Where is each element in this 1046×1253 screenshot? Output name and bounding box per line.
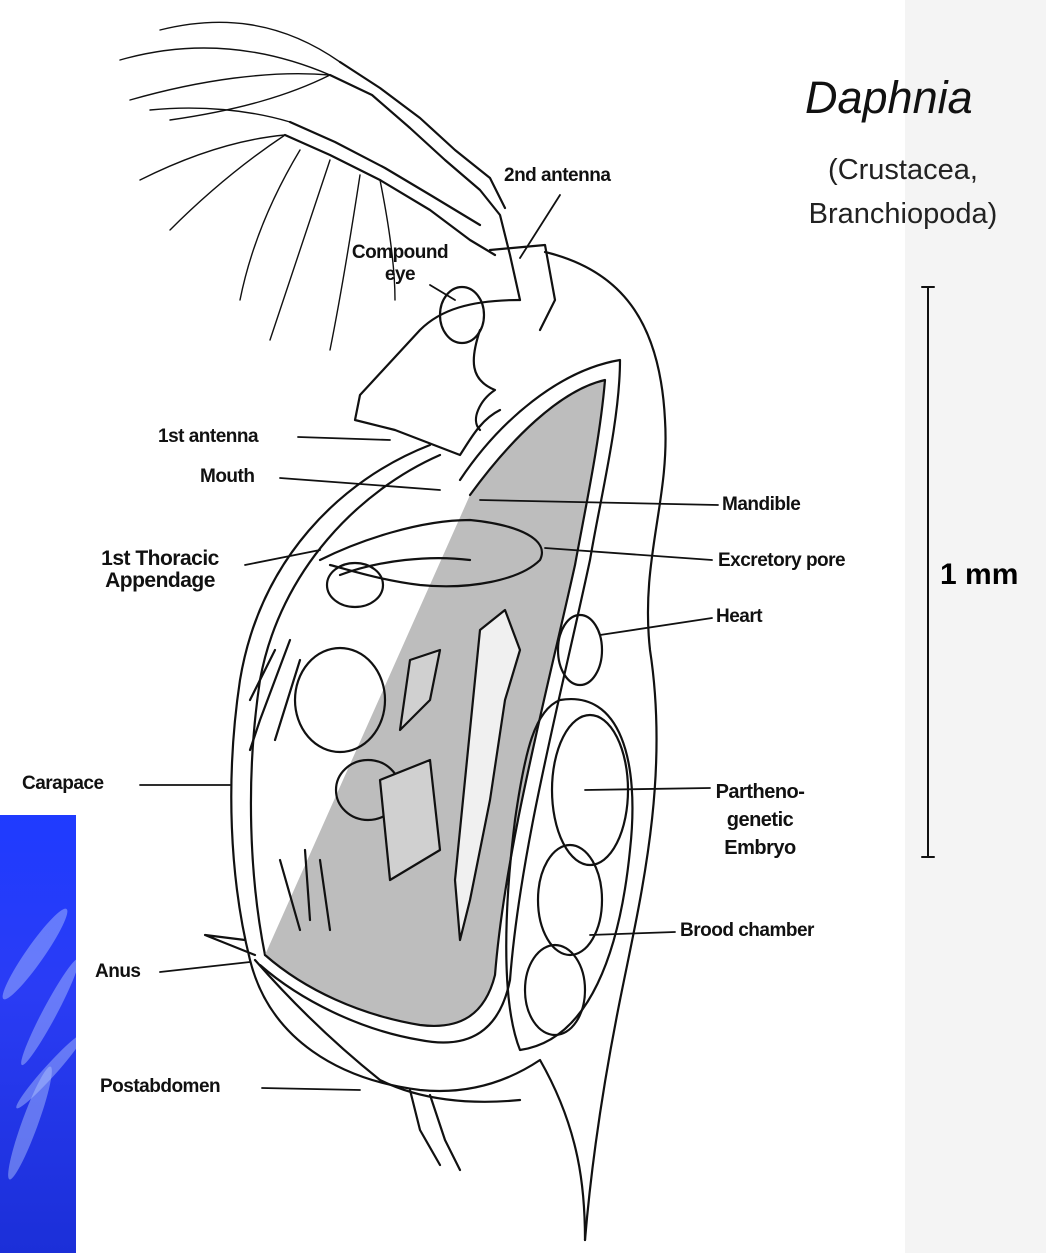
diagram-subtitle: (Crustacea, Branchiopoda) [768,148,1038,236]
label-parthenogenetic-embryo: Partheno- genetic Embryo [700,778,820,862]
label-compound-eye: Compound eye [340,242,460,286]
scale-bar-label: 1 mm [940,558,1018,592]
label-carapace: Carapace [22,773,104,795]
second-antenna-base [490,245,555,330]
label-mouth: Mouth [200,466,254,488]
label-first-antenna: 1st antenna [158,426,258,448]
abdominal-setae [410,1090,460,1170]
diagram-title: Daphnia [805,72,973,124]
label-postabdomen: Postabdomen [100,1076,220,1098]
label-first-thoracic-appendage: 1st Thoracic Appendage [80,548,240,592]
antenna-shaft-upper-2 [340,62,505,208]
label-anus: Anus [95,961,141,983]
label-brood-chamber: Brood chamber [680,920,814,942]
embryo-3 [525,945,585,1035]
label-second-antenna: 2nd antenna [504,165,610,187]
label-excretory-pore: Excretory pore [718,550,845,572]
embryo-2 [538,845,602,955]
label-mandible: Mandible [722,494,800,516]
head-outline [355,300,520,455]
heart-shape [558,615,602,685]
label-heart: Heart [716,606,762,628]
